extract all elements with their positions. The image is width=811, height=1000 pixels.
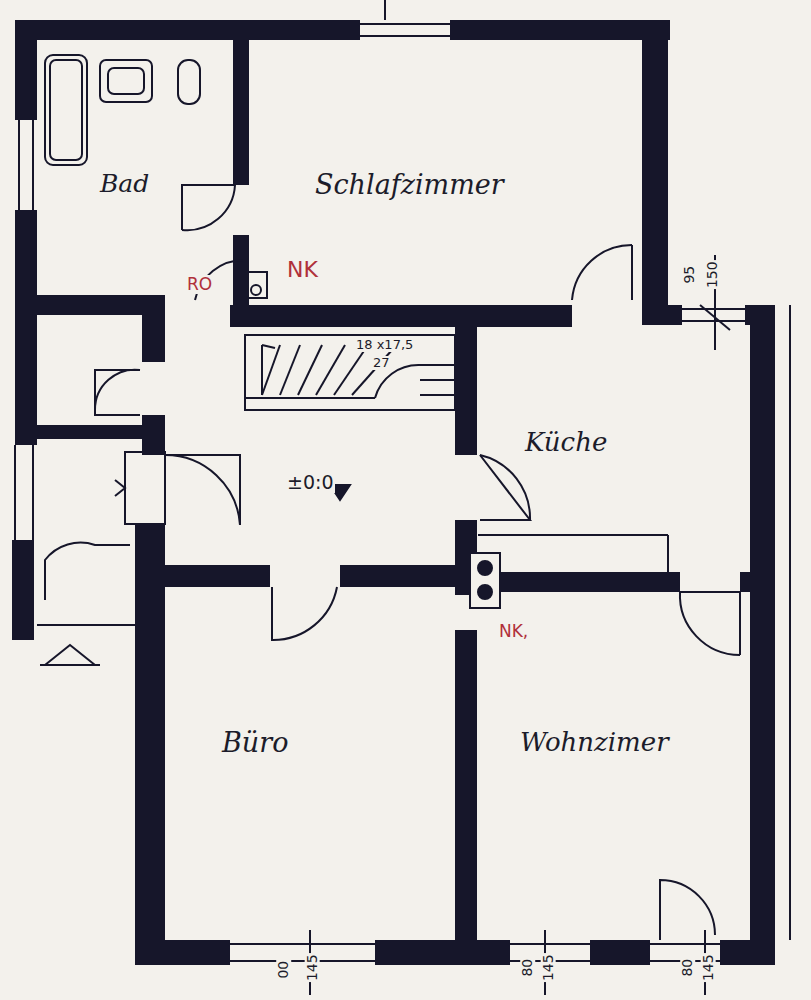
plan-label: 18 x17,5 [355,338,414,352]
note-label: NK [286,258,319,282]
room-name: Küche [525,428,607,457]
dimension-label: 80 [680,958,695,978]
room-area: Büro [167,590,453,938]
room-area: Küche [480,328,748,528]
dimension-label: 95 [682,265,697,285]
dimension-label: 80 [520,958,535,978]
room-name: Büro [222,728,288,758]
walls [12,20,775,965]
room-name: Bad [100,170,149,198]
dimension-label: 145 [304,954,319,983]
note-label: RO [186,275,213,294]
thin-lines [15,0,790,995]
room-name: Wohnzimer [520,728,669,757]
dimension-label: 145 [540,954,555,983]
note-label: NK, [498,622,529,641]
room-name: Schlafzimmer [315,170,504,200]
plan-label: ±0:0 [286,472,335,493]
room-area: Wohnzimer [480,596,748,938]
dimension-label: 00 [276,960,291,980]
room-area: Bad [40,42,230,292]
plan-label: 27 [372,356,391,370]
dimension-label: 145 [700,954,715,983]
dimension-label: 150 [704,261,719,290]
